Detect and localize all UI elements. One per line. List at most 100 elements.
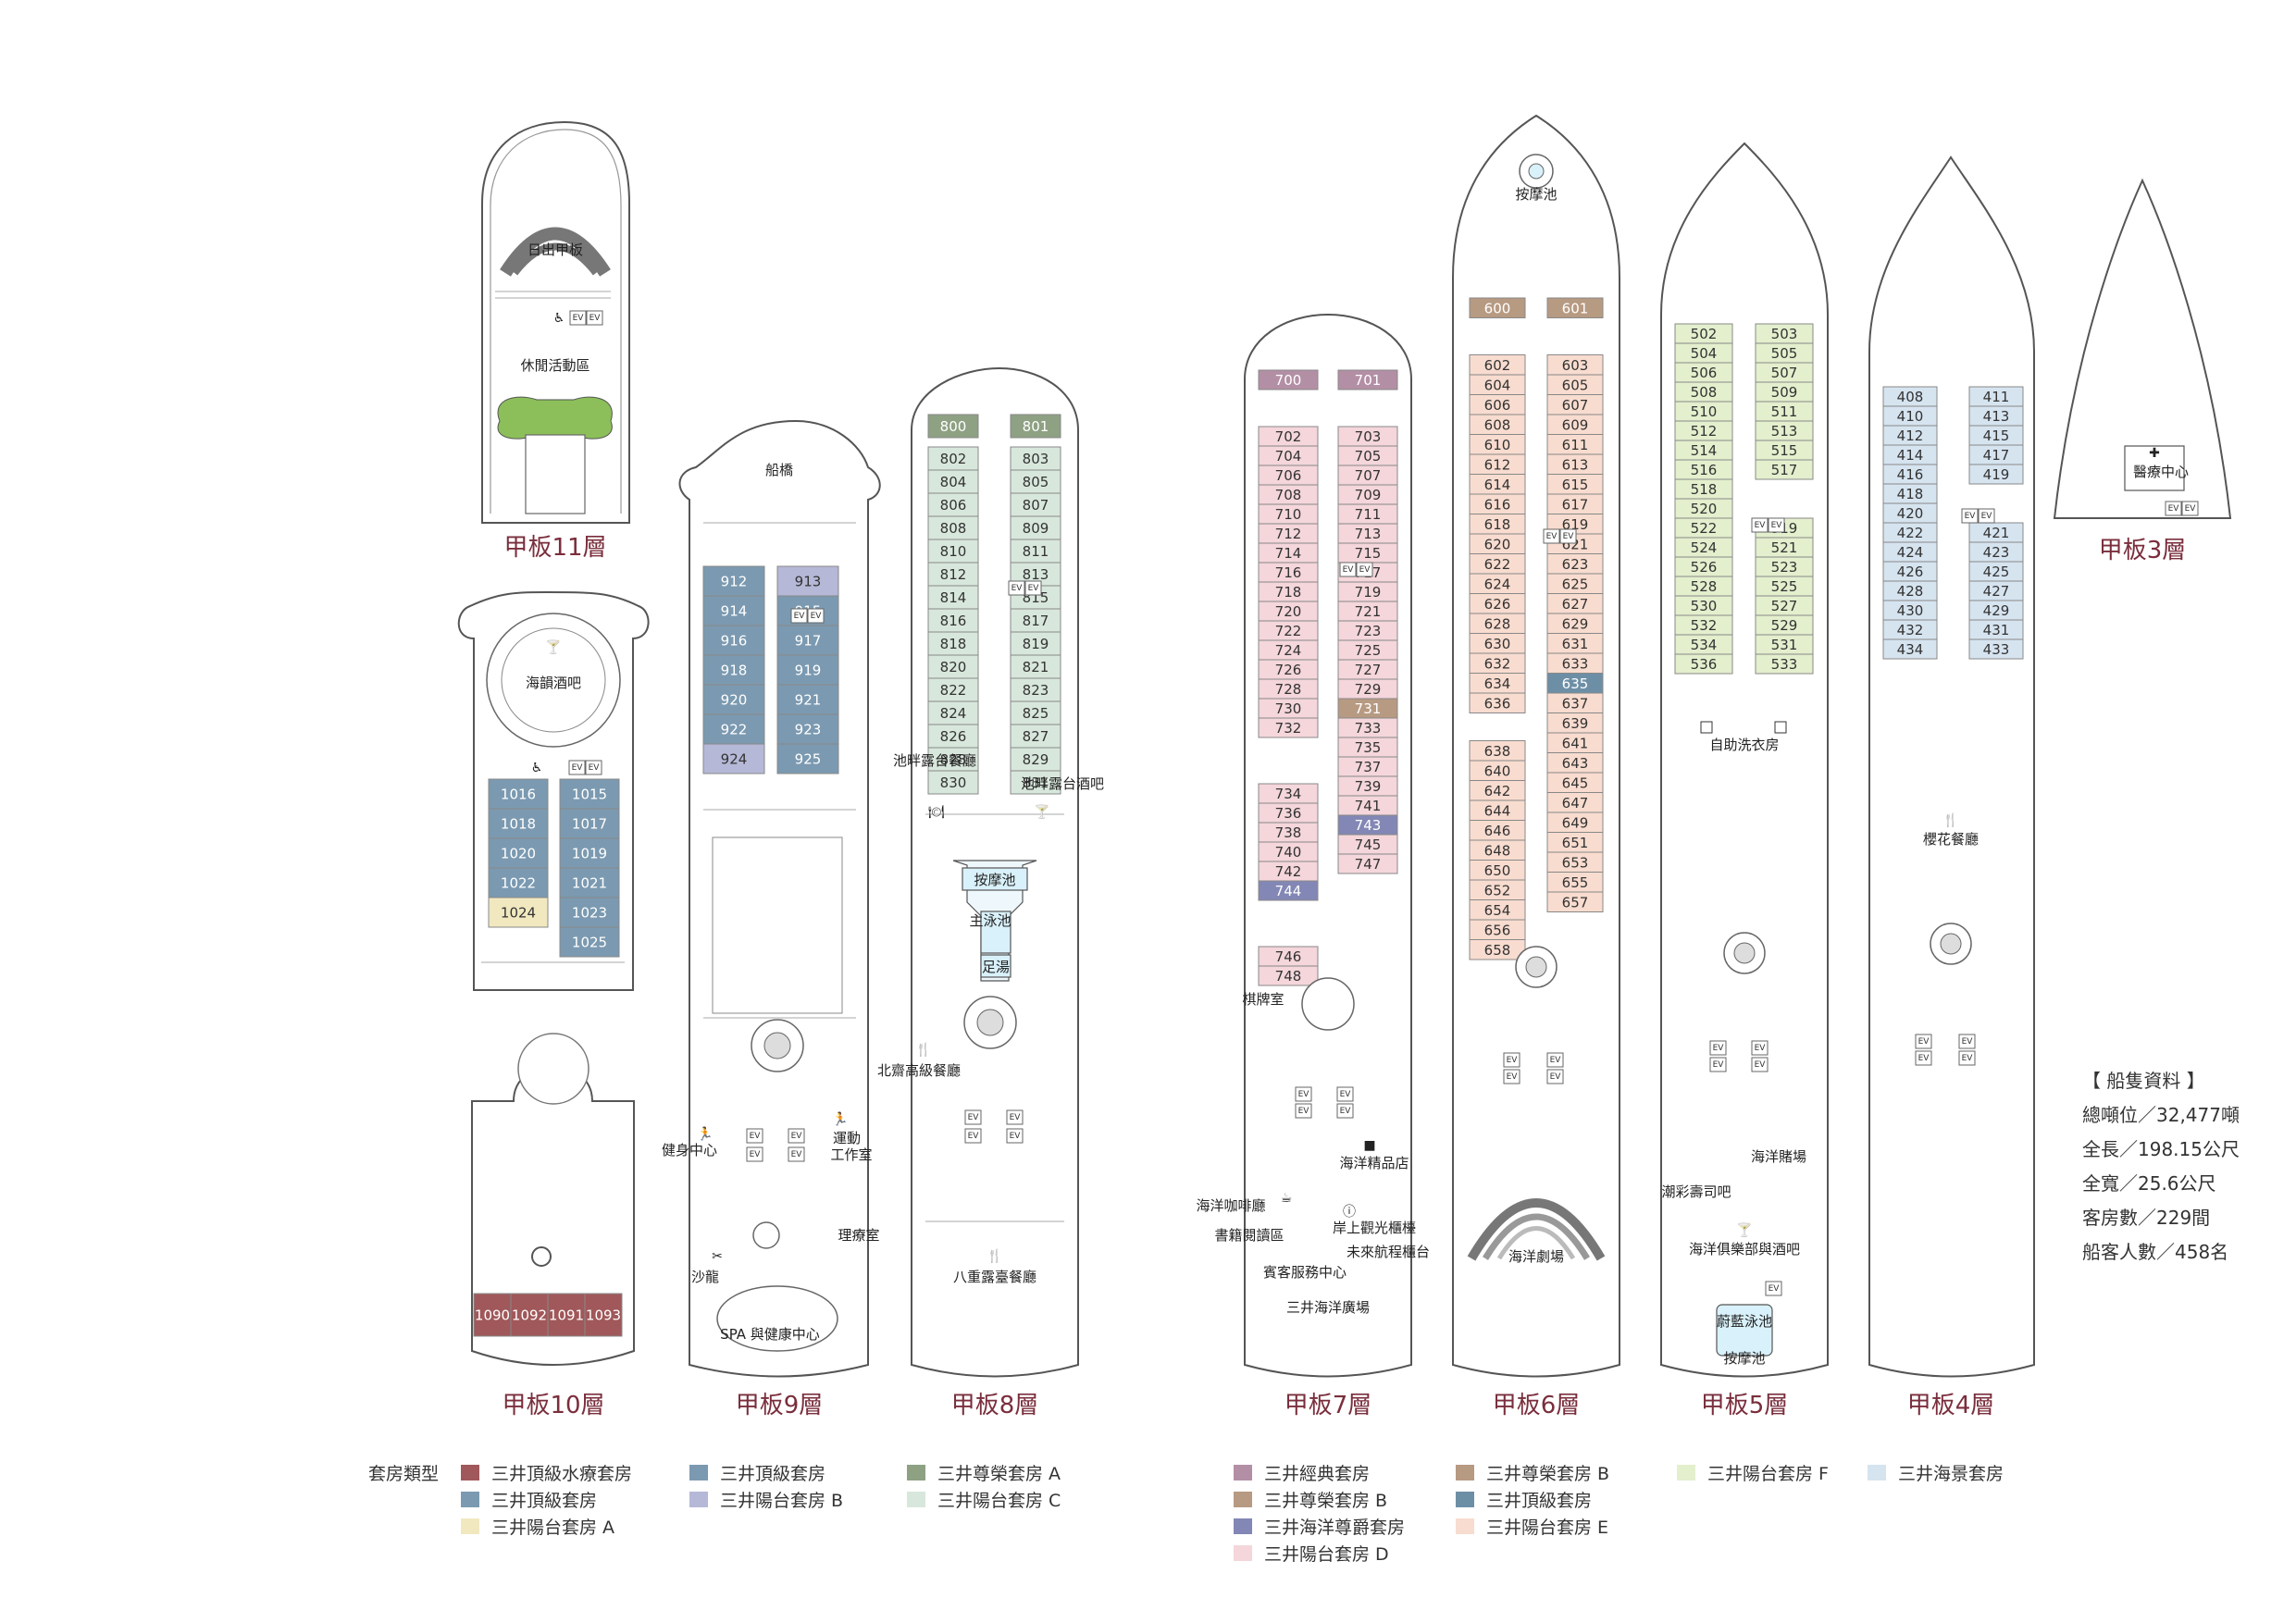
cabin-number: 508 [1691, 384, 1718, 401]
cabin-920[interactable] [702, 684, 765, 715]
theater-seating [1467, 1198, 1606, 1261]
cabin-number: 916 [721, 633, 748, 650]
salon-label: 沙龍 [691, 1269, 719, 1285]
cabin-1091[interactable] [547, 1293, 586, 1337]
cabin-812[interactable] [927, 562, 979, 587]
deck-11: 日出甲板 EV EV ♿ 休閒活動區 甲板11層 [481, 120, 630, 562]
cabin-801[interactable] [1010, 414, 1061, 439]
cabin-536[interactable] [1674, 653, 1733, 675]
cabin-number: 503 [1771, 326, 1798, 342]
cabin-434[interactable] [1882, 638, 1938, 660]
cabin-636[interactable] [1469, 692, 1526, 713]
cabin-419[interactable] [1968, 464, 2024, 485]
cabin-number: 817 [1023, 613, 1049, 629]
svg-text:EV: EV [1298, 1090, 1310, 1099]
cabin-number: 715 [1355, 545, 1382, 562]
cabin-number: 631 [1562, 636, 1589, 652]
cabin-831[interactable] [1010, 770, 1061, 795]
cabin-810[interactable] [927, 539, 979, 564]
cabin-1020[interactable] [488, 837, 549, 869]
cabin-800[interactable] [927, 414, 979, 439]
guest-services-label: 賓客服務中心 [1263, 1264, 1347, 1281]
svg-text:EV: EV [1962, 1054, 1974, 1063]
spa-label: SPA 與健康中心 [720, 1326, 820, 1343]
cabin-802[interactable] [927, 446, 979, 471]
cabin-818[interactable] [927, 631, 979, 656]
cabin-1021[interactable] [559, 867, 620, 898]
cabin-821[interactable] [1010, 654, 1061, 679]
cabin-919[interactable] [776, 654, 839, 686]
cabin-816[interactable] [927, 608, 979, 633]
cabin-number: 410 [1897, 408, 1924, 425]
svg-text:EV: EV [791, 1132, 803, 1141]
cabin-number: 654 [1484, 902, 1511, 919]
cabin-number: 408 [1897, 389, 1924, 405]
cabin-1019[interactable] [559, 837, 620, 869]
cabin-830[interactable] [927, 770, 979, 795]
svg-text:EV: EV [1981, 512, 1993, 521]
deck-4-title: 甲板4層 [1907, 1392, 1995, 1419]
cabin-805[interactable] [1010, 469, 1061, 494]
cabin-811[interactable] [1010, 539, 1061, 564]
medical-center-label: 醫療中心 [2133, 464, 2189, 480]
cabin-814[interactable] [927, 585, 979, 610]
cabin-916[interactable] [702, 625, 765, 656]
svg-text:EV: EV [1755, 521, 1767, 530]
svg-text:EV: EV [1713, 1044, 1725, 1053]
cabin-924[interactable] [702, 743, 765, 774]
cabin-1023[interactable] [559, 897, 620, 928]
workshop-label: 運動 [833, 1130, 861, 1146]
cabin-819[interactable] [1010, 631, 1061, 656]
cabin-748[interactable] [1258, 965, 1319, 986]
cabin-1025[interactable] [559, 926, 620, 958]
cabin-number: 418 [1897, 486, 1924, 502]
cabin-828[interactable] [927, 747, 979, 772]
cabin-1093[interactable] [584, 1293, 623, 1337]
cabin-number: 726 [1275, 662, 1302, 678]
cabin-1024[interactable] [488, 897, 549, 928]
cabin-917[interactable] [776, 625, 839, 656]
cabin-657[interactable] [1546, 891, 1604, 912]
cabin-number: 920 [721, 692, 748, 709]
cabin-number: 801 [1023, 418, 1049, 435]
foot-bath-label: 足湯 [982, 959, 1010, 975]
cabin-number: 412 [1897, 427, 1924, 444]
cabin-1022[interactable] [488, 867, 549, 898]
cabin-823[interactable] [1010, 677, 1061, 702]
cabin-433[interactable] [1968, 638, 2024, 660]
cabin-826[interactable] [927, 724, 979, 749]
cabin-number: 424 [1897, 544, 1924, 561]
cabin-1092[interactable] [510, 1293, 549, 1337]
cabin-824[interactable] [927, 700, 979, 725]
cabin-808[interactable] [927, 515, 979, 540]
cabin-517[interactable] [1755, 459, 1814, 480]
cabin-533[interactable] [1755, 653, 1814, 675]
cabin-number: 924 [721, 751, 748, 768]
cabin-747[interactable] [1337, 853, 1398, 874]
svg-text:EV: EV [572, 763, 584, 773]
cabin-732[interactable] [1258, 717, 1319, 738]
ship-info: 【 船隻資料 】 總噸位／32,477噸 全長／198.15公尺 全寬／25.6… [2082, 1064, 2240, 1270]
cabin-1017[interactable] [559, 808, 620, 839]
cabin-600[interactable] [1469, 297, 1526, 318]
cabin-923[interactable] [776, 713, 839, 745]
elevator-icon: EV [1765, 1281, 1782, 1296]
cabin-1018[interactable] [488, 808, 549, 839]
cabin-825[interactable] [1010, 700, 1061, 725]
cabin-number: 608 [1484, 416, 1511, 433]
cabin-925[interactable] [776, 743, 839, 774]
cabin-number: 506 [1691, 365, 1718, 381]
cabin-601[interactable] [1546, 297, 1604, 318]
cabin-820[interactable] [927, 654, 979, 679]
cabin-829[interactable] [1010, 747, 1061, 772]
cabin-700[interactable] [1258, 369, 1319, 390]
cabin-number: 524 [1691, 539, 1718, 556]
cabin-744[interactable] [1258, 880, 1319, 901]
cabin-701[interactable] [1337, 369, 1398, 390]
cabin-1016[interactable] [488, 778, 549, 810]
cabin-number: 734 [1275, 786, 1302, 802]
cabin-827[interactable] [1010, 724, 1061, 749]
library-label: 書籍閱讀區 [1214, 1227, 1284, 1244]
cabin-912[interactable] [702, 565, 765, 597]
cabin-number: 613 [1562, 456, 1589, 473]
